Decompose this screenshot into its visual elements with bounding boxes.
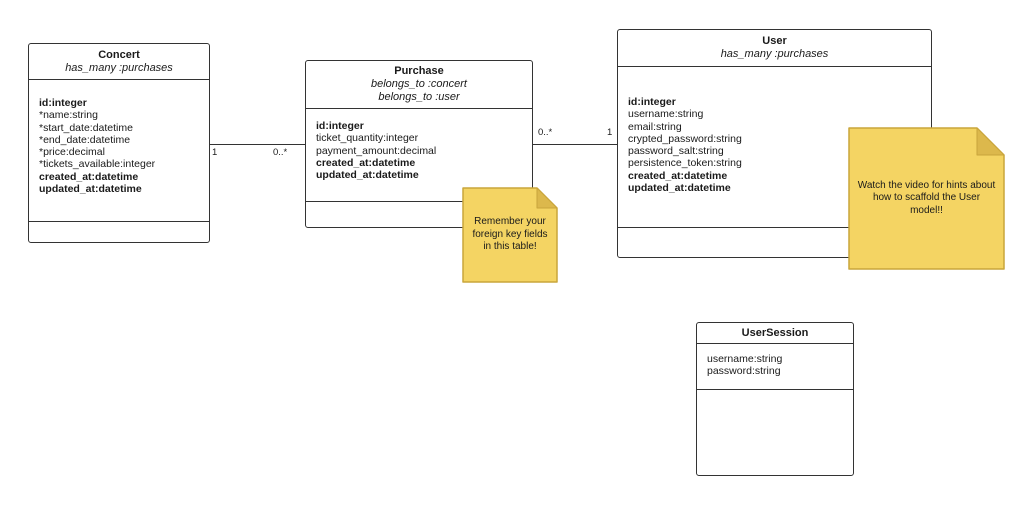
connector-concert-purchase[interactable]: [209, 144, 305, 145]
entity-usersession-title: UserSession: [741, 326, 809, 339]
field-row: email:string: [628, 120, 682, 133]
entity-purchase-subtitle: belongs_to :user: [378, 91, 460, 103]
sticky-note-shape: [848, 127, 1005, 270]
sticky-note-purchase[interactable]: Remember your foreign key fields in this…: [462, 187, 558, 283]
field-row: updated_at:datetime: [316, 169, 419, 182]
field-row: username:string: [628, 108, 704, 121]
folded-corner: [536, 187, 558, 209]
field-row: created_at:datetime: [628, 169, 728, 182]
connector-purchase-user[interactable]: [532, 144, 618, 145]
entity-usersession-header: UserSession: [697, 323, 853, 344]
entity-usersession-fields: username:string password:string: [697, 344, 853, 389]
field-row: id:integer: [628, 96, 676, 108]
field-row: *start_date:datetime: [39, 121, 133, 134]
entity-usersession-footer: [697, 389, 853, 475]
sticky-note-user[interactable]: Watch the video for hints about how to s…: [848, 127, 1005, 270]
field-row: *end_date:datetime: [39, 133, 131, 146]
entity-concert-header: Concert has_many :purchases: [29, 44, 209, 80]
field-row: *tickets_available:integer: [39, 158, 156, 171]
field-row: ticket_quantity:integer: [316, 132, 419, 145]
entity-concert[interactable]: Concert has_many :purchases id:integer *…: [28, 43, 210, 243]
folded-corner: [976, 127, 1005, 156]
cardinality-purchase-left-side: 0..*: [273, 147, 288, 158]
field-row: crypted_password:string: [628, 132, 742, 145]
cardinality-purchase-right-side: 0..*: [538, 127, 553, 138]
sticky-note-user-text: Watch the video for hints about how to s…: [857, 179, 996, 216]
entity-concert-footer: [29, 221, 209, 242]
field-row: updated_at:datetime: [628, 182, 731, 195]
field-row: created_at:datetime: [39, 170, 139, 183]
sticky-note-shape: [462, 187, 558, 283]
field-row: *name:string: [39, 109, 98, 122]
field-row: *price:decimal: [39, 146, 105, 159]
cardinality-user-side: 1: [607, 127, 613, 138]
entity-usersession[interactable]: UserSession username:string password:str…: [696, 322, 854, 476]
entity-purchase-title: Purchase: [394, 65, 444, 77]
sticky-note-purchase-text: Remember your foreign key fields in this…: [472, 216, 548, 253]
field-row: created_at:datetime: [316, 156, 416, 169]
entity-purchase-header: Purchase belongs_to :concert belongs_to …: [306, 61, 532, 109]
entity-purchase-fields: id:integer ticket_quantity:integer payme…: [306, 109, 532, 201]
entity-purchase[interactable]: Purchase belongs_to :concert belongs_to …: [305, 60, 533, 228]
entity-purchase-subtitle: belongs_to :concert: [370, 78, 467, 90]
field-row: id:integer: [39, 97, 87, 109]
entity-concert-title: Concert: [98, 48, 140, 61]
field-row: username:string: [707, 353, 783, 365]
field-row: password_salt:string: [628, 145, 724, 158]
entity-user-header: User has_many :purchases: [618, 30, 931, 67]
field-row: password:string: [707, 365, 781, 378]
entity-purchase-footer: [306, 201, 532, 227]
field-row: persistence_token:string: [628, 157, 742, 170]
field-row: payment_amount:decimal: [316, 144, 437, 157]
entity-user-title: User: [762, 35, 787, 47]
cardinality-concert-side: 1: [212, 147, 218, 158]
field-row: id:integer: [316, 120, 364, 132]
field-row: updated_at:datetime: [39, 183, 142, 196]
entity-concert-subtitle: has_many :purchases: [65, 61, 173, 74]
entity-user-footer: [618, 227, 931, 257]
entity-user-fields: id:integer username:string email:string …: [618, 67, 931, 227]
entity-concert-fields: id:integer *name:string *start_date:date…: [29, 80, 209, 221]
entity-user-subtitle: has_many :purchases: [720, 48, 829, 60]
